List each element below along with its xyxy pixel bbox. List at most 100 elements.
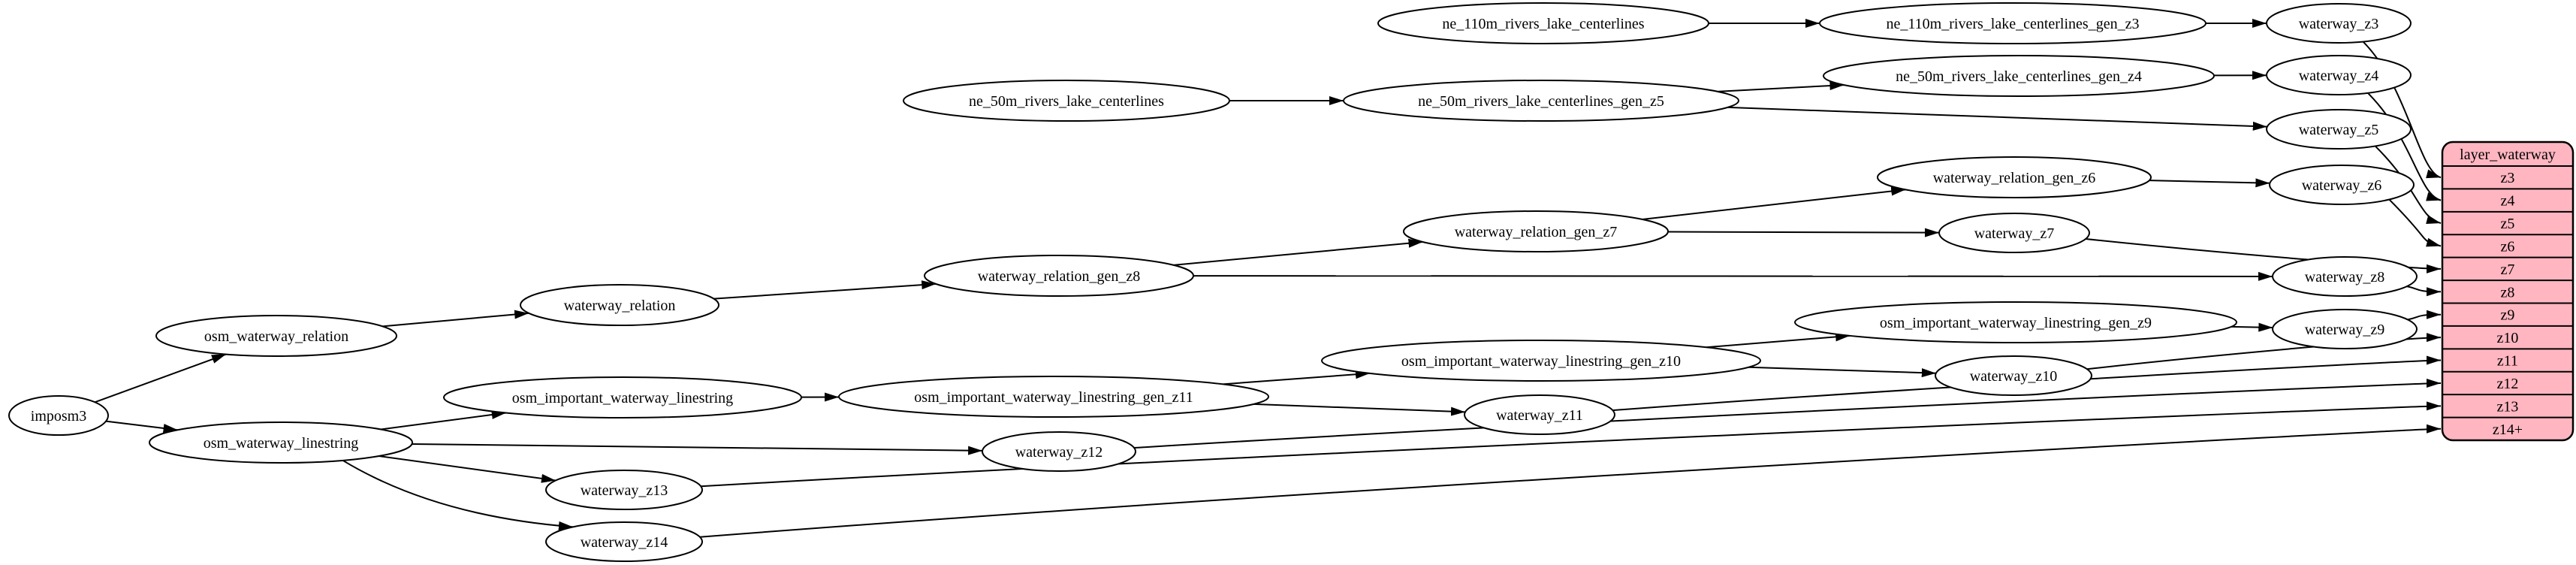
- edge-osm_waterway_linestring-to-waterway_z13: [379, 455, 557, 483]
- edge-waterway_z12-to-row-z12: [1134, 378, 2442, 449]
- edge-waterway_z5-to-row-z5: [2375, 145, 2442, 225]
- node-ellipse: [2272, 309, 2418, 349]
- edge-waterway_relation_gen_z7-to-waterway_z7: [1667, 228, 1940, 237]
- node-label: osm_waterway_linestring: [204, 435, 359, 452]
- node-label: waterway_z10: [1970, 368, 2058, 385]
- node-waterway_z3: waterway_z3: [2266, 3, 2412, 44]
- node-waterway_z8: waterway_z8: [2272, 256, 2418, 297]
- edge-waterway_z4-to-row-z4: [2367, 92, 2442, 201]
- node-osm_waterway_relation: osm_waterway_relation: [155, 315, 397, 357]
- node-ellipse: [1877, 156, 2152, 198]
- node-ellipse: [520, 284, 719, 326]
- node-ellipse: [155, 315, 397, 357]
- node-label: osm_waterway_relation: [204, 328, 348, 345]
- node-waterway_z6: waterway_z6: [2269, 165, 2415, 205]
- node-waterway_z9: waterway_z9: [2272, 309, 2418, 349]
- table-title: layer_waterway: [2460, 147, 2556, 163]
- node-label: waterway_relation_gen_z6: [1933, 170, 2096, 186]
- node-label: waterway_z3: [2299, 16, 2379, 32]
- edge-osm_important_waterway_linestring_gen_z11-to-waterway_z11: [1253, 403, 1466, 416]
- edge-waterway_relation-to-waterway_relation_gen_z8: [713, 280, 937, 300]
- node-label: waterway_z8: [2305, 269, 2385, 286]
- edge-osm_important_waterway_linestring_gen_z9-to-waterway_z9: [2231, 322, 2273, 332]
- node-ellipse: [1377, 2, 1709, 44]
- node-imposm3: imposm3: [8, 395, 109, 436]
- node-ellipse: [443, 376, 802, 418]
- edge-imposm3-to-osm_waterway_relation: [95, 353, 227, 403]
- node-label: waterway_z9: [2305, 322, 2385, 338]
- edge-osm_important_waterway_linestring_gen_z10-to-osm_important_waterway_linestring_gen_z9: [1706, 332, 1851, 349]
- node-ellipse: [1403, 210, 1669, 252]
- node-ellipse: [1343, 80, 1739, 122]
- node-waterway_z10: waterway_z10: [1935, 355, 2092, 396]
- node-ne_50m_rivers_lake_centerlines: ne_50m_rivers_lake_centerlines: [903, 80, 1230, 122]
- edge-waterway_z9-to-row-z9: [2407, 310, 2442, 321]
- table-row-z13: z13: [2497, 398, 2519, 415]
- node-waterway_z12: waterway_z12: [982, 431, 1136, 472]
- edge-waterway_relation_gen_z8-to-waterway_relation_gen_z7: [1173, 238, 1423, 266]
- node-osm_important_waterway_linestring_gen_z11: osm_important_waterway_linestring_gen_z1…: [838, 376, 1269, 418]
- node-waterway_z11: waterway_z11: [1464, 394, 1615, 435]
- node-waterway_z5: waterway_z5: [2266, 109, 2412, 150]
- node-waterway_z7: waterway_z7: [1938, 213, 2090, 253]
- node-label: waterway_relation_gen_z8: [978, 268, 1141, 285]
- edges-layer: [95, 19, 2442, 538]
- node-ellipse: [545, 521, 703, 562]
- node-ellipse: [924, 255, 1194, 297]
- table-background: [2441, 140, 2574, 442]
- table-row-z8: z8: [2501, 284, 2515, 301]
- node-label: waterway_z4: [2299, 68, 2379, 84]
- node-ellipse: [903, 80, 1230, 122]
- table-row-z7: z7: [2501, 261, 2515, 278]
- node-ellipse: [982, 431, 1136, 472]
- node-ellipse: [2272, 256, 2418, 297]
- node-label: waterway_z7: [1974, 225, 2055, 242]
- node-label: waterway_z12: [1015, 444, 1103, 461]
- node-ellipse: [2266, 109, 2412, 150]
- node-waterway_relation_gen_z6: waterway_relation_gen_z6: [1877, 156, 2152, 198]
- node-label: ne_50m_rivers_lake_centerlines: [969, 93, 1164, 110]
- node-label: waterway_z11: [1496, 407, 1583, 424]
- edge-osm_waterway_relation-to-waterway_relation: [382, 310, 529, 328]
- node-ellipse: [2269, 165, 2415, 205]
- node-ellipse: [1823, 55, 2215, 97]
- node-ellipse: [545, 470, 703, 510]
- node-ellipse: [1464, 394, 1615, 435]
- edge-waterway_z8-to-row-z8: [2406, 286, 2442, 297]
- edge-osm_waterway_linestring-to-osm_important_waterway_linestring: [380, 410, 506, 431]
- edge-imposm3-to-osm_waterway_linestring: [105, 420, 178, 433]
- table-row-z6: z6: [2501, 238, 2515, 255]
- node-ne_50m_rivers_lake_centerlines_gen_z5: ne_50m_rivers_lake_centerlines_gen_z5: [1343, 80, 1739, 122]
- table-layer: layer_waterwayz3z4z5z6z7z8z9z10z11z12z13…: [2441, 140, 2574, 442]
- edge-waterway_z11-to-row-z11: [1612, 355, 2442, 412]
- edge-waterway_z14-to-row-z14plus: [699, 424, 2442, 538]
- node-label: waterway_relation_gen_z7: [1455, 224, 1618, 240]
- edge-ne_50m_rivers_lake_centerlines_gen_z5-to-waterway_z5: [1727, 106, 2267, 131]
- node-ellipse: [1794, 301, 2237, 343]
- node-label: imposm3: [31, 408, 86, 425]
- node-ellipse: [1935, 355, 2092, 396]
- table-row-z10: z10: [2497, 330, 2519, 346]
- edge-waterway_z10-to-row-z10: [2086, 333, 2442, 370]
- node-label: waterway_z6: [2302, 177, 2382, 194]
- edge-waterway_z6-to-row-z6: [2388, 198, 2442, 247]
- node-waterway_relation_gen_z7: waterway_relation_gen_z7: [1403, 210, 1669, 252]
- node-ne_110m_rivers_lake_centerlines_gen_z3: ne_110m_rivers_lake_centerlines_gen_z3: [1819, 2, 2206, 44]
- node-ellipse: [2266, 55, 2412, 95]
- node-ellipse: [1938, 213, 2090, 253]
- node-ellipse: [1819, 2, 2206, 44]
- node-label: waterway_z14: [581, 534, 668, 551]
- node-label: waterway_z13: [581, 482, 668, 499]
- node-label: ne_50m_rivers_lake_centerlines_gen_z4: [1896, 68, 2142, 85]
- edge-waterway_relation_gen_z6-to-waterway_z6: [2149, 178, 2270, 188]
- table-row-z4: z4: [2501, 193, 2515, 210]
- edge-osm_important_waterway_linestring_gen_z11-to-osm_important_waterway_linestring_gen_z10: [1223, 370, 1371, 385]
- edge-osm_waterway_linestring-to-waterway_z12: [412, 443, 983, 455]
- node-osm_important_waterway_linestring: osm_important_waterway_linestring: [443, 376, 802, 418]
- node-ne_110m_rivers_lake_centerlines: ne_110m_rivers_lake_centerlines: [1377, 2, 1709, 44]
- node-label: ne_110m_rivers_lake_centerlines_gen_z3: [1887, 16, 2140, 32]
- node-ellipse: [2266, 3, 2412, 44]
- node-osm_important_waterway_linestring_gen_z9: osm_important_waterway_linestring_gen_z9: [1794, 301, 2237, 343]
- table-layer-waterway: layer_waterwayz3z4z5z6z7z8z9z10z11z12z13…: [2441, 140, 2574, 442]
